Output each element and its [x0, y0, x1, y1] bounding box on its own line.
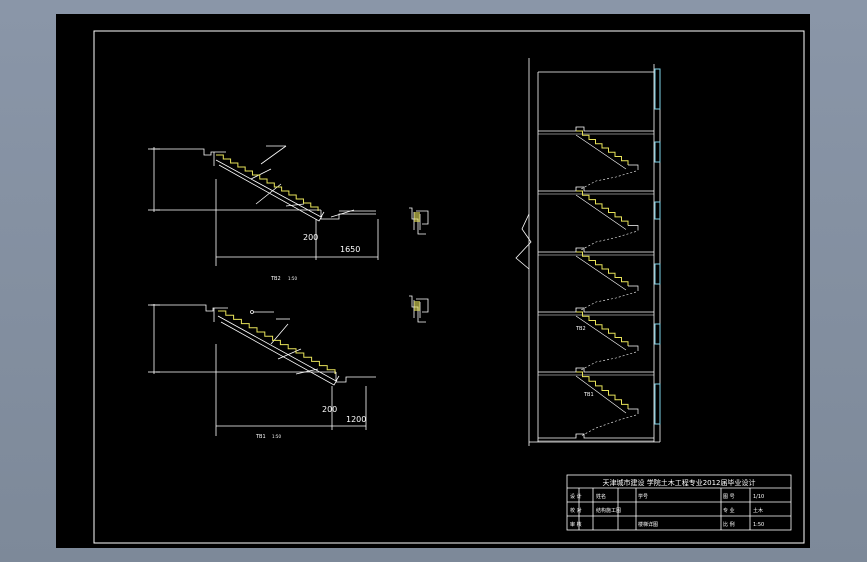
- window-opening: [654, 68, 661, 110]
- flight-tread-line: [576, 251, 629, 286]
- flight-landing: [628, 408, 639, 414]
- title-block-cell: 结构施工图: [596, 507, 621, 514]
- flight-return-line: [580, 291, 637, 311]
- section-floors: [538, 126, 654, 442]
- section-windows: [654, 68, 661, 425]
- stair-step-line-lower: [218, 310, 336, 374]
- flight-return-line: [580, 231, 637, 251]
- dim-label-3: 200: [322, 405, 337, 414]
- flight-soffit: [575, 315, 627, 351]
- dim-label-2: 1650: [340, 245, 360, 254]
- flight-tread-line: [576, 371, 629, 410]
- stair-detail-lower: [148, 304, 376, 436]
- stair-caption-lower: TB1: [255, 434, 266, 440]
- floor-slab: [538, 433, 654, 439]
- floor-slab: [538, 367, 654, 373]
- title-block-cell: 校 对: [570, 507, 582, 514]
- stair-steps-lower: [218, 310, 336, 374]
- flight-soffit: [575, 375, 627, 414]
- stair-detail-upper: [148, 145, 379, 266]
- title-block-cell: 1:50: [753, 522, 764, 528]
- flight-soffit: [575, 194, 627, 230]
- floor-slab: [538, 307, 654, 313]
- flight-landing: [628, 345, 639, 351]
- title-block-cell: 设 计: [570, 493, 582, 500]
- window-opening: [654, 141, 661, 163]
- flight-return-line: [580, 351, 637, 371]
- section-flights: [575, 130, 639, 437]
- title-block-title: 天津城市建设 学院土木工程专业2012届毕业设计: [602, 478, 755, 487]
- window-opening: [654, 201, 661, 220]
- scale-caption-lower: 1:50: [272, 434, 281, 439]
- title-block-cell: 楼梯详图: [638, 521, 658, 528]
- flight-landing: [628, 164, 639, 170]
- dim-label-4: 1200: [346, 415, 366, 424]
- flight-landing: [628, 285, 639, 291]
- window-opening: [654, 263, 661, 285]
- title-block-cell: 土木: [753, 507, 763, 514]
- stair-caption-upper: TB2: [270, 276, 281, 282]
- title-block-cell: 学号: [638, 493, 648, 500]
- inner-frame: [93, 30, 805, 544]
- dim-label-1: 200: [303, 233, 318, 242]
- floor-slab: [538, 247, 654, 253]
- title-block-cell: 审 核: [570, 521, 582, 528]
- title-block: [566, 474, 792, 531]
- flight-soffit: [575, 255, 627, 291]
- flight-tread-line: [576, 190, 629, 226]
- flight-tread-line: [576, 311, 629, 346]
- title-block-cell: 图 号: [723, 494, 735, 500]
- scale-caption-upper: 1:50: [288, 276, 297, 281]
- window-opening: [654, 383, 661, 425]
- floor-slab: [538, 186, 654, 192]
- drawing-sheet: 200 1650 TB2 1:50 200 1200 TB1 1:50: [56, 14, 810, 548]
- section-label-tb1: TB1: [583, 392, 594, 398]
- title-block-cell: 专 业: [723, 507, 735, 514]
- flight-tread-line: [576, 130, 629, 165]
- floor-slab: [538, 126, 654, 132]
- building-section: [515, 58, 661, 446]
- stair-step-line-upper: [216, 154, 319, 211]
- title-block-cell: 比 例: [723, 521, 735, 528]
- flight-soffit: [575, 134, 627, 170]
- flight-return-line: [580, 170, 637, 190]
- flight-return-line: [580, 414, 637, 437]
- flight-landing: [628, 225, 639, 231]
- title-block-cell: 姓名: [596, 493, 606, 500]
- title-block-cell: 1/10: [753, 494, 764, 500]
- section-label-tb2: TB2: [575, 326, 586, 332]
- stair-steps-upper: [216, 154, 319, 211]
- cad-drawing: 200 1650 TB2 1:50 200 1200 TB1 1:50: [93, 30, 805, 544]
- node-fill-lower: [414, 301, 420, 311]
- title-block-cells: 设 计 姓名 学号 图 号 1/10 校 对 结构施工图 专 业 土木审 核 楼梯详图 比 例 1:5…: [570, 493, 764, 528]
- window-opening: [654, 323, 661, 345]
- node-fill-upper: [414, 212, 420, 222]
